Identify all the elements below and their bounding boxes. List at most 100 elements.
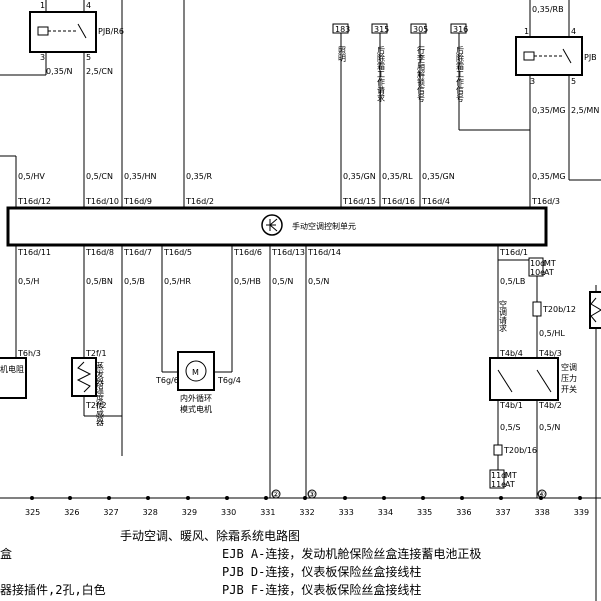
pin-label-t16d1: T16d/1 — [499, 248, 528, 257]
ground-marker-4: ④ — [538, 490, 545, 499]
pin-label-t16d14: T16d/14 — [307, 248, 341, 257]
wire-label-035gn-2: 0,35/GN — [422, 172, 455, 181]
rail-dot — [264, 496, 268, 500]
ref-number-305: 305 — [413, 25, 428, 34]
variant-box-10 — [528, 257, 544, 277]
legend-left-2: 器接插件,2孔,白色 — [0, 582, 106, 597]
right-relay-contact — [562, 48, 572, 64]
legend-ejb-a: EJB A-连接，发动机舱保险丝盒连接蓄电池正极 — [222, 546, 481, 561]
pin-label-t16d7: T16d/7 — [123, 248, 152, 257]
ac-request-switch-contact — [497, 369, 513, 393]
module-icon-mark — [269, 224, 278, 232]
wire-label-05n-2: 0,5/N — [308, 277, 329, 286]
wire-label-035rl: 0,35/RL — [382, 172, 413, 181]
wire-label-035hn: 0,35/HN — [124, 172, 157, 181]
sensor-resistor-symbol — [76, 361, 92, 393]
ac-request-label: 空调请求 — [499, 299, 508, 332]
ground-marker-3: ③ — [308, 490, 315, 499]
variant-at-2: AT — [505, 480, 515, 489]
relay-right-pin4: 4 — [571, 27, 576, 36]
ref-box-316 — [450, 23, 467, 34]
column-number: 330 — [221, 508, 236, 517]
connector-t2f2: T2f/2 — [85, 401, 107, 410]
column-number: 332 — [299, 508, 314, 517]
connector-t4b3: T4b/3 — [538, 349, 562, 358]
column-number: 339 — [574, 508, 589, 517]
rail-dot — [30, 496, 34, 500]
wire-label-035mg-top: 0,35/MG — [532, 106, 566, 115]
rail-dot — [499, 496, 503, 500]
column-number: 333 — [339, 508, 354, 517]
column-number: 336 — [456, 508, 471, 517]
relay-left-pin3: 3 — [40, 53, 45, 62]
variant-code-11d: 11d — [491, 471, 506, 480]
rail-dot — [186, 496, 190, 500]
right-edge-resistor — [590, 297, 601, 323]
pin-label-t16d9: T16d/9 — [123, 197, 152, 206]
wire-label-05hv: 0,5/HV — [18, 172, 45, 181]
relay-left-pin1: 1 — [40, 1, 45, 10]
connector-t4b2: T4b/2 — [538, 401, 562, 410]
pin-label-t16d2: T16d/2 — [185, 197, 214, 206]
connector-t20b16 — [493, 444, 503, 456]
relay-right-pin5: 5 — [571, 77, 576, 86]
wire-label-05n-1: 0,5/N — [272, 277, 293, 286]
variant-mt-2: MT — [505, 471, 517, 480]
variant-code-10d: 10d — [530, 259, 545, 268]
variant-code-11e: 11e — [491, 480, 506, 489]
diagram-title: 手动空调、暖风、除霜系统电路图 — [120, 528, 300, 543]
pressure-switch-label-3: 开关 — [561, 384, 577, 394]
left-partial-label: 机电阻 — [0, 364, 24, 374]
wire-label-05s: 0,5/S — [500, 423, 521, 432]
legend-pjb-f: PJB F-连接，仪表板保险丝盒接线柱 — [222, 582, 421, 597]
rail-dot — [68, 496, 72, 500]
legend-left-1: 盒 — [0, 546, 12, 561]
ref-number-316: 316 — [453, 25, 468, 34]
relay-left-name: PJB/R6 — [98, 27, 124, 36]
pin-label-t16d6: T16d/6 — [233, 248, 262, 257]
ref-box-315 — [371, 23, 388, 34]
variant-box-11 — [489, 469, 505, 489]
rail-dot — [539, 496, 543, 500]
relay-left-pin5: 5 — [86, 53, 91, 62]
wire-label-05hb: 0,5/HB — [234, 277, 261, 286]
left-relay-contact — [77, 23, 87, 39]
pin-label-t16d3: T16d/3 — [531, 197, 560, 206]
column-number: 337 — [495, 508, 510, 517]
ref-number-183: 183 — [335, 25, 350, 34]
column-number: 328 — [143, 508, 158, 517]
pressure-switch-contact — [536, 369, 552, 393]
rail-dot — [578, 496, 582, 500]
wire-label-05hr: 0,5/HR — [164, 277, 191, 286]
motor-icon — [185, 360, 207, 382]
wire-label-05h: 0,5/H — [18, 277, 39, 286]
variant-code-10e: 10e — [530, 268, 545, 277]
ref-box-183 — [332, 23, 349, 34]
wire-label-05lb: 0,5/LB — [500, 277, 525, 286]
pressure-switch-label-2: 压力 — [561, 373, 577, 383]
variant-mt-1: MT — [544, 259, 556, 268]
wire-label-25mn: 2,5/MN — [571, 106, 599, 115]
module-name: 手动空调控制单元 — [292, 221, 356, 231]
right-edge-component — [589, 291, 601, 329]
column-number: 338 — [535, 508, 550, 517]
wire-label-035mg: 0,35/MG — [532, 172, 566, 181]
connector-t20b16: T20b/16 — [503, 446, 537, 455]
rail-dot — [107, 496, 111, 500]
relay-right-pin1: 1 — [524, 27, 529, 36]
pin-label-t16d13: T16d/13 — [271, 248, 305, 257]
column-number: 335 — [417, 508, 432, 517]
pin-label-t16d5: T16d/5 — [163, 248, 192, 257]
connector-t4b4: T4b/4 — [499, 349, 523, 358]
wire-label-05b: 0,5/B — [124, 277, 145, 286]
pin-label-t16d16: T16d/16 — [381, 197, 415, 206]
connector-t20b12 — [532, 301, 542, 317]
column-number: 325 — [25, 508, 40, 517]
rail-dot — [343, 496, 347, 500]
sensor-label: 蒸发器温度传感器 — [96, 361, 105, 427]
variant-at-1: AT — [544, 268, 554, 277]
ground-marker-2: ② — [272, 490, 279, 499]
wire-label-05cn: 0,5/CN — [86, 172, 113, 181]
